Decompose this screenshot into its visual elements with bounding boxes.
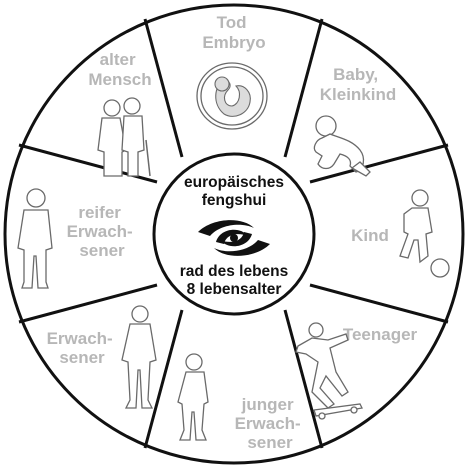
mature-adult-icon [17, 188, 53, 289]
segment-label-kind: Kind [351, 226, 389, 245]
center-subtitle-line1: rad des lebens [180, 263, 289, 280]
swirl-logo-icon [198, 220, 270, 256]
embryo-icon [196, 62, 268, 130]
segment-label-tod-embryo: Tod Embryo [202, 13, 265, 52]
segment-dividers [18, 18, 449, 449]
center-subtitle-line2: 8 lebensalter [187, 281, 282, 298]
elderly-couple-icon [97, 97, 151, 177]
center-title-line2: fengshui [202, 192, 267, 209]
segment-label-alter-mensch: alter Mensch [88, 50, 151, 89]
segment-label-reifer-erwachsener: reifer Erwach- sener [67, 203, 138, 260]
child-with-ball-icon [399, 189, 450, 278]
segment-label-erwachsener: Erwach- sener [47, 329, 118, 367]
adult-icon [121, 305, 157, 409]
segment-label-baby-kleinkind: Baby, Kleinkind [320, 65, 397, 104]
center-title-line1: europäisches [184, 174, 284, 191]
young-adult-icon [177, 353, 209, 441]
crawling-baby-icon [313, 115, 371, 177]
segment-label-junger-erwachsener: junger Erwach- sener [235, 395, 306, 452]
segment-label-teenager: Teenager [343, 325, 418, 344]
skateboarder-icon [295, 322, 363, 420]
